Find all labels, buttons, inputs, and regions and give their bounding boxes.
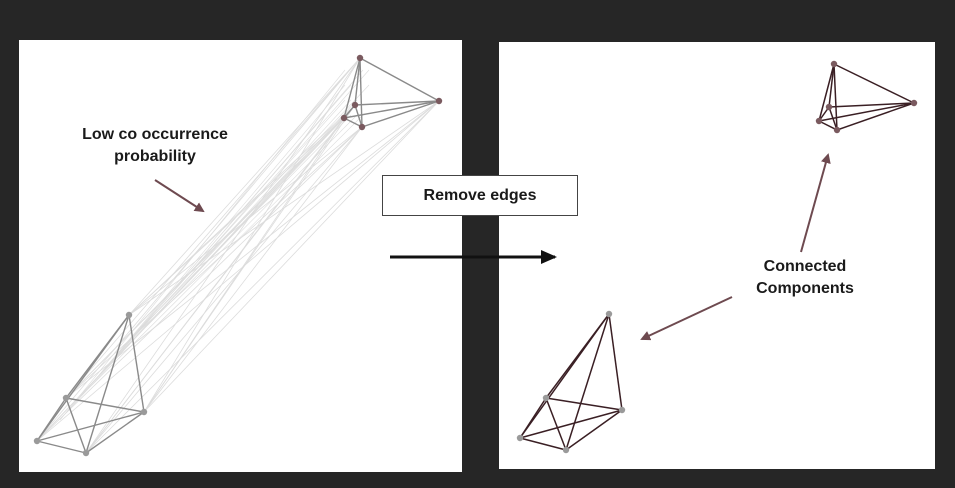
faint-edge [143,57,361,413]
cluster-edge [565,409,623,451]
cluster-edge [836,102,915,131]
low-probability-edges [36,57,440,454]
remove-edges-box: Remove edges [382,175,578,216]
cluster-edge [36,411,145,442]
cluster-edge [828,102,915,108]
graph-node [833,126,841,134]
cluster-edge [545,397,623,411]
cluster-edge [65,397,87,454]
faint-edge [85,100,440,454]
faint-edge [128,57,361,316]
cluster-edge [65,397,145,413]
cluster-edge [354,104,363,128]
cluster-edge [359,57,440,102]
graph-node [82,449,90,457]
faint-edge [143,100,440,413]
graph-node [825,103,833,111]
graph-node [830,60,838,68]
cluster-edge [36,440,87,454]
faint-edge [65,100,440,399]
cluster-edge [818,120,838,131]
low-co-occurrence-label: Low co occurrence probability [60,124,250,168]
graph-node [351,101,359,109]
faint-edge [115,69,364,357]
cluster-edge [545,397,567,451]
faint-edge [36,100,440,442]
graph-node [605,310,613,318]
faint-edge [85,57,361,454]
faint-edge [85,117,345,454]
cluster-edge [565,313,610,451]
faint-edge [129,99,346,341]
low-co-label-line1: Low co occurrence [82,126,228,143]
cluster-edge [833,63,838,131]
cluster-edge [343,117,363,128]
graph-node [516,434,524,442]
connected-pointer-arrow-top [800,153,831,253]
faint-edge [85,126,363,454]
right-cluster-edges [519,63,915,451]
left-graph-panel [19,40,462,472]
low-co-label-line2: probability [114,148,196,165]
faint-edge [59,69,346,421]
cluster-edge [359,57,363,128]
graph-node [62,394,70,402]
graph-node [618,406,626,414]
graph-node [356,54,364,62]
cluster-edge [833,63,915,104]
connected-label-line1: Connected [763,258,847,275]
right-nodes [516,60,918,454]
graph-node [435,97,443,105]
cluster-edge [343,100,440,119]
cluster-edge [361,100,440,128]
faint-edge [136,114,352,333]
left-nodes [33,54,443,457]
faint-edge [101,99,352,373]
cluster-edge [85,314,130,454]
graph-node [125,311,133,319]
remove-edges-label: Remove edges [423,186,537,204]
cluster-edge [343,57,361,119]
faint-edge [143,126,363,413]
cluster-edge [519,437,567,451]
connected-label-line2: Components [756,280,854,297]
cluster-edge [519,313,610,439]
graph-node [33,437,41,445]
cluster-edge [828,106,838,131]
low-co-pointer-arrow [154,179,205,213]
cluster-edge [519,397,547,439]
faint-edge [108,114,358,365]
graph-node [815,117,823,125]
faint-edge [36,117,345,442]
connected-pointer-arrow-bottom [640,296,733,341]
graph-node [358,123,366,131]
faint-edge [94,84,346,381]
cluster-edge [36,397,67,442]
connected-components-label: Connected Components [720,256,890,300]
graph-node [140,408,148,416]
graph-node [910,99,918,107]
cluster-edge [128,314,145,413]
faint-edge [65,57,361,399]
cluster-edge [354,57,361,106]
cluster-edge [818,102,915,122]
graph-node [542,394,550,402]
graph-node [340,114,348,122]
cluster-edge [519,409,623,439]
faint-edge [36,126,363,442]
graph-node [562,446,570,454]
cluster-edge [85,411,145,454]
cluster-edge [608,313,623,411]
cluster-edge [828,63,835,108]
faint-edge [122,84,370,349]
faint-edge [65,126,363,399]
cluster-edge [354,100,440,106]
cluster-edge [36,314,130,442]
cluster-edge [818,63,835,122]
faint-edge [80,114,364,397]
